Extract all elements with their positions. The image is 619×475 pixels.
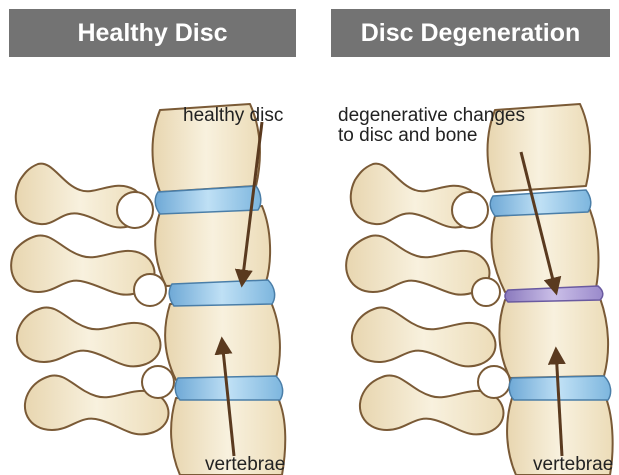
foramen-r2 (472, 278, 500, 306)
label-left-vertebrae: vertebrae (205, 455, 285, 475)
posterior-element-3 (17, 307, 161, 366)
disc-r1 (490, 190, 591, 216)
posterior-element-r2 (346, 235, 489, 294)
label-right-vertebrae: vertebrae (533, 455, 619, 475)
foramen-1 (117, 192, 153, 228)
vertebra-r3 (499, 298, 608, 378)
label-degenerative-line1: degenerative changes (338, 106, 525, 126)
posterior-element-2 (11, 235, 154, 294)
foramen-r1 (452, 192, 488, 228)
foramen-3 (142, 366, 174, 398)
label-degenerative-line2: to disc and bone (338, 126, 477, 146)
foramen-r3 (478, 366, 510, 398)
foramen-2 (134, 274, 166, 306)
vertebra-2 (155, 206, 270, 286)
healthy-disc-2 (169, 280, 274, 306)
posterior-element-r3 (352, 307, 496, 366)
label-healthy-disc: healthy disc (183, 106, 283, 126)
